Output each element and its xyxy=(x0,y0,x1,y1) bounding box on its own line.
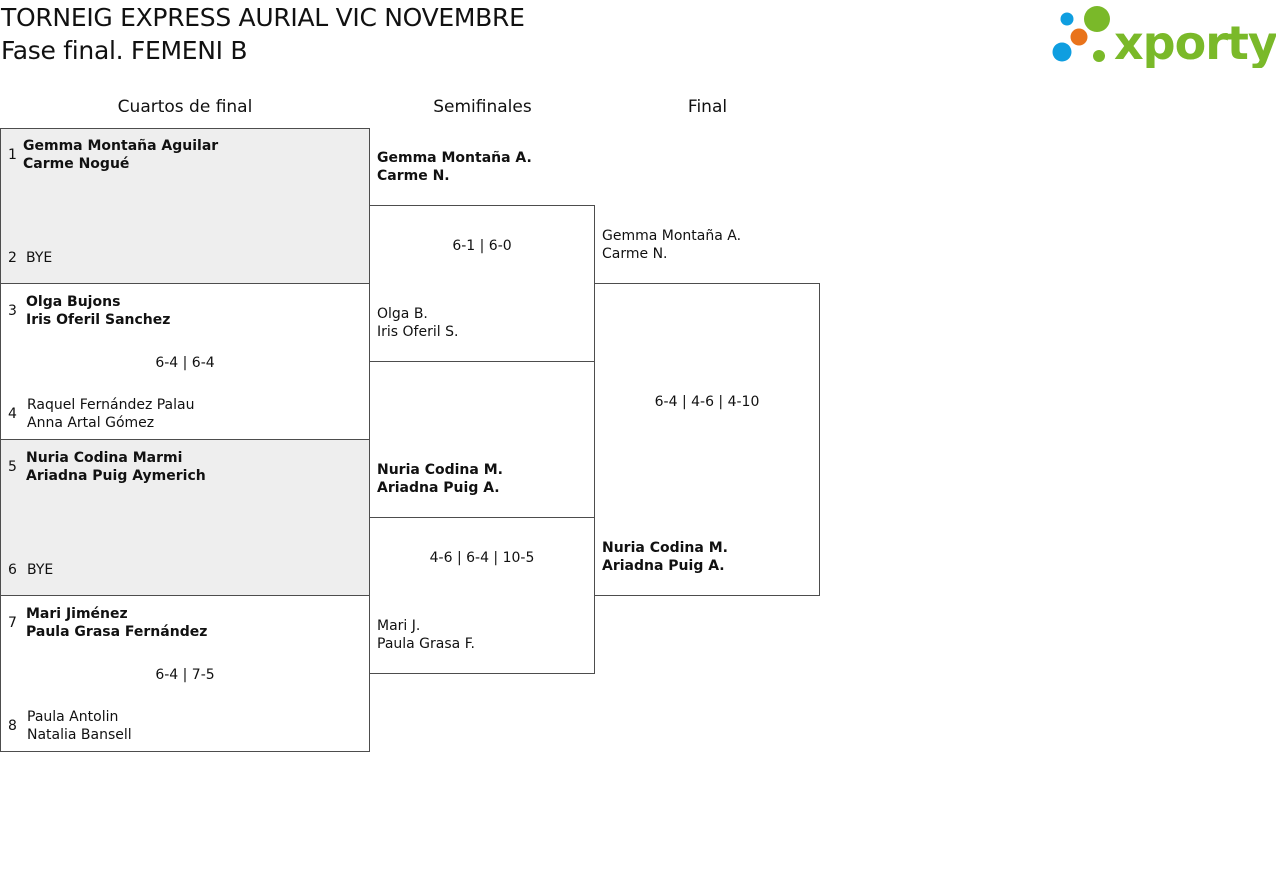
seed-number: 6 xyxy=(8,562,17,578)
player-name: Nuria Codina M. xyxy=(602,540,728,556)
quarterfinal-match-1 xyxy=(0,128,370,284)
player-name: Ariadna Puig A. xyxy=(377,480,500,496)
quarterfinal-match-3 xyxy=(0,439,370,596)
player-name: Olga Bujons xyxy=(26,294,121,310)
player-name: Paula Antolin xyxy=(27,709,119,725)
seed-number: 5 xyxy=(8,459,17,475)
player-name: Iris Oferil Sanchez xyxy=(26,312,171,328)
seed-number: 8 xyxy=(8,718,17,734)
player-name: Paula Grasa F. xyxy=(377,636,475,652)
match-score: 6-4 | 7-5 xyxy=(155,667,215,683)
team-name: Gemma Montaña A. Carme N. xyxy=(377,149,532,185)
player-name: Anna Artal Gómez xyxy=(27,415,155,431)
player-name: Carme N. xyxy=(377,168,450,184)
player-name: Nuria Codina M. xyxy=(377,462,503,478)
team-name: Paula Antolin Natalia Bansell xyxy=(27,708,132,744)
round-header-final: Final xyxy=(687,97,728,117)
match-score: 4-6 | 6-4 | 10-5 xyxy=(429,550,535,566)
xporty-logo[interactable]: xporty xyxy=(1050,4,1276,68)
round-header-semifinals: Semifinales xyxy=(433,97,532,117)
player-name: Gemma Montaña A. xyxy=(602,228,742,244)
match-score: 6-1 | 6-0 xyxy=(452,238,512,254)
player-name: Gemma Montaña Aguilar xyxy=(23,138,219,154)
bye-label: BYE xyxy=(26,250,53,266)
seed-number: 7 xyxy=(8,615,17,631)
player-name: Ariadna Puig A. xyxy=(602,558,725,574)
xporty-dots-icon: xporty xyxy=(1052,6,1276,68)
team-name: Gemma Montaña Aguilar Carme Nogué xyxy=(23,137,218,173)
seed-number: 3 xyxy=(8,303,17,319)
phase-subtitle: Fase final. FEMENI B xyxy=(1,36,248,65)
bye-label: BYE xyxy=(27,562,54,578)
team-name: Nuria Codina Marmi Ariadna Puig Aymerich xyxy=(26,449,206,485)
team-name: Nuria Codina M. Ariadna Puig A. xyxy=(602,539,728,575)
player-name: Olga B. xyxy=(377,306,428,322)
player-name: Paula Grasa Fernández xyxy=(26,624,208,640)
seed-number: 2 xyxy=(8,250,17,266)
team-name: Mari Jiménez Paula Grasa Fernández xyxy=(26,605,207,641)
player-name: Mari Jiménez xyxy=(26,606,128,622)
team-name: Raquel Fernández Palau Anna Artal Gómez xyxy=(27,396,194,432)
match-score: 6-4 | 6-4 xyxy=(155,355,215,371)
round-header-quarterfinals: Cuartos de final xyxy=(117,97,253,117)
player-name: Nuria Codina Marmi xyxy=(26,450,183,466)
player-name: Raquel Fernández Palau xyxy=(27,397,195,413)
team-name: Nuria Codina M. Ariadna Puig A. xyxy=(377,461,503,497)
team-name: Olga Bujons Iris Oferil Sanchez xyxy=(26,293,170,329)
team-name: Mari J. Paula Grasa F. xyxy=(377,617,475,653)
team-name: Olga B. Iris Oferil S. xyxy=(377,305,458,341)
xporty-logo-text: xporty xyxy=(1114,16,1276,68)
tournament-title: TORNEIG EXPRESS AURIAL VIC NOVEMBRE xyxy=(1,3,525,32)
player-name: Iris Oferil S. xyxy=(377,324,459,340)
match-score: 6-4 | 4-6 | 4-10 xyxy=(654,394,760,410)
player-name: Mari J. xyxy=(377,618,421,634)
final-match xyxy=(594,283,820,596)
player-name: Ariadna Puig Aymerich xyxy=(26,468,206,484)
seed-number: 4 xyxy=(8,406,17,422)
player-name: Carme Nogué xyxy=(23,156,130,172)
team-name: Gemma Montaña A. Carme N. xyxy=(602,227,741,263)
seed-number: 1 xyxy=(8,147,17,163)
player-name: Natalia Bansell xyxy=(27,727,132,743)
player-name: Gemma Montaña A. xyxy=(377,150,532,166)
player-name: Carme N. xyxy=(602,246,668,262)
